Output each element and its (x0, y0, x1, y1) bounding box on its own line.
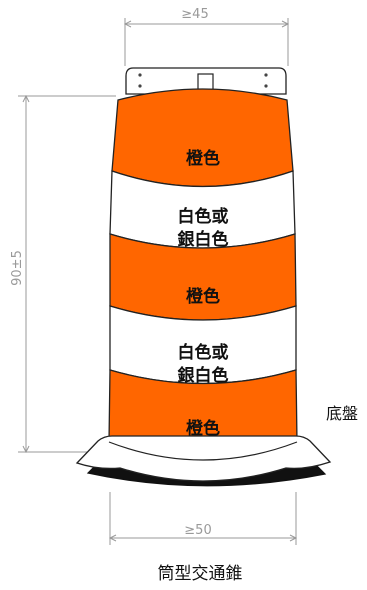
drum-body (108, 88, 298, 461)
bottom-width-dimension (108, 492, 298, 545)
height-label: 90±5 (10, 250, 25, 286)
band-2-label-line-1: 白色或 (178, 206, 229, 227)
diagram-caption: 筒型交通錐 (158, 564, 243, 584)
band-1-label: 橙色 (186, 148, 220, 169)
top-width-label: ≥45 (181, 7, 208, 22)
bottom-width-label: ≥50 (184, 523, 211, 538)
band-1-orange (111, 88, 294, 188)
base-label: 底盤 (326, 404, 358, 423)
band-4-label-line-2: 銀白色 (178, 365, 229, 386)
band-5-label: 橙色 (186, 418, 220, 439)
band-3-label: 橙色 (186, 286, 220, 307)
top-width-dimension (123, 18, 290, 66)
band-2-label-line-2: 銀白色 (178, 229, 229, 250)
band-4-label-line-1: 白色或 (178, 342, 229, 363)
height-dimension (18, 94, 116, 454)
drum-base (75, 435, 332, 487)
